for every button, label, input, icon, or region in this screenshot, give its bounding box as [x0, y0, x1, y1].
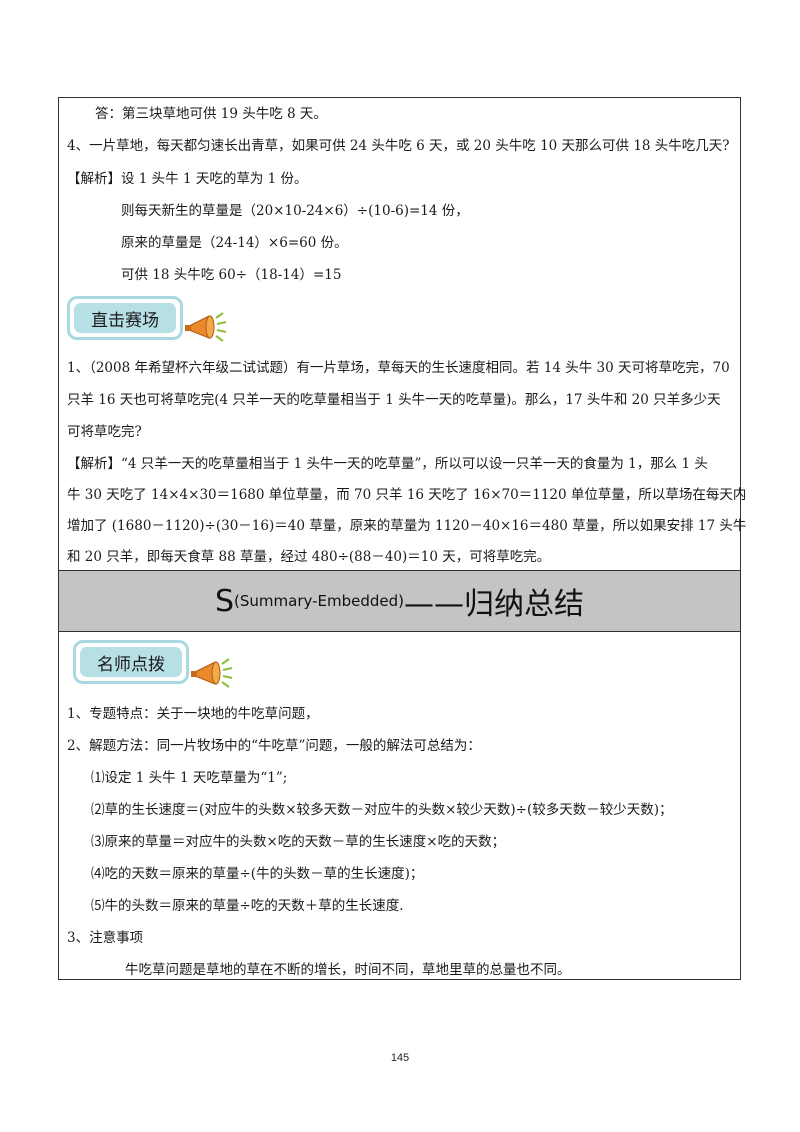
contest-question-line-1: 1、（2008 年希望杯六年级二试试题）有一片草场，草每天的生长速度相同。若 1… [67, 360, 730, 376]
section-summary: 名师点拨 1、专题特点：关于一块地的牛吃草问题， 2、解题方法：同一片牧场中的“… [59, 632, 740, 981]
question-4-step-1: 则每天新生的草量是（20×10-24×6）÷(10-6)=14 份， [121, 203, 469, 219]
megaphone-icon [191, 658, 233, 688]
summary-note: 牛吃草问题是草地的草在不断的增长，时间不同，草地里草的总量也不同。 [125, 962, 571, 978]
badge-teacher-tips-label: 名师点拨 [80, 647, 182, 677]
banner-title: ——归纳总结 [404, 587, 585, 622]
summary-point-2: 2、解题方法：同一片牧场中的“牛吃草”问题，一般的解法可总结为： [67, 738, 481, 754]
page-number: 145 [390, 1052, 410, 1064]
content-frame: 答：第三块草地可供 19 头牛吃 8 天。 4、一片草地，每天都匀速长出青草，如… [58, 97, 746, 981]
banner-letter: S [214, 583, 235, 619]
section-examples: 答：第三块草地可供 19 头牛吃 8 天。 4、一片草地，每天都匀速长出青草，如… [59, 98, 746, 570]
question-4-step-3: 可供 18 头牛吃 60÷（18-14）=15 [121, 267, 342, 283]
summary-point-3: 3、注意事项 [67, 930, 144, 946]
answer-line: 答：第三块草地可供 19 头牛吃 8 天。 [95, 106, 327, 122]
method-step-5: ⑸牛的头数＝原来的草量÷吃的天数＋草的生长速度. [91, 898, 404, 914]
contest-question-line-3: 可将草吃完? [67, 424, 142, 440]
badge-contest: 直击赛场 [67, 296, 183, 340]
method-step-3: ⑶原来的草量＝对应牛的头数×吃的天数－草的生长速度×吃的天数； [91, 834, 506, 850]
contest-question-line-2: 只羊 16 天也可将草吃完(4 只羊一天的吃草量相当于 1 头牛一天的吃草量)。… [67, 392, 721, 408]
summary-point-1: 1、专题特点：关于一块地的牛吃草问题， [67, 706, 319, 722]
question-4-analysis: 【解析】设 1 头牛 1 天吃的草为 1 份。 [67, 171, 308, 187]
question-4-step-2: 原来的草量是（24-14）×6=60 份。 [121, 235, 348, 251]
contest-analysis-line-4: 和 20 只羊，即每天食草 88 草量，经过 480÷(88－40)＝10 天，… [67, 549, 551, 565]
summary-banner: S (Summary-Embedded) ——归纳总结 [59, 570, 740, 632]
badge-contest-label: 直击赛场 [74, 303, 176, 333]
method-step-1: ⑴设定 1 头牛 1 天吃草量为“1”; [91, 770, 288, 786]
method-step-4: ⑷吃的天数＝原来的草量÷(牛的头数－草的生长速度)； [91, 866, 424, 882]
megaphone-icon [185, 312, 227, 342]
question-4: 4、一片草地，每天都匀速长出青草，如果可供 24 头牛吃 6 天，或 20 头牛… [67, 138, 730, 154]
contest-analysis-line-2: 牛 30 天吃了 14×4×30＝1680 单位草量，而 70 只羊 16 天吃… [67, 487, 747, 503]
banner-subtitle: (Summary-Embedded) [234, 592, 405, 610]
method-step-2: ⑵草的生长速度＝(对应牛的头数×较多天数－对应牛的头数×较少天数)÷(较多天数－… [91, 802, 673, 818]
badge-teacher-tips: 名师点拨 [73, 640, 189, 684]
contest-analysis-line-3: 增加了 (1680－1120)÷(30－16)＝40 草量，原来的草量为 112… [67, 518, 747, 534]
contest-analysis-line-1: 【解析】“4 只羊一天的吃草量相当于 1 头牛一天的吃草量”，所以可以设一只羊一… [67, 456, 708, 472]
